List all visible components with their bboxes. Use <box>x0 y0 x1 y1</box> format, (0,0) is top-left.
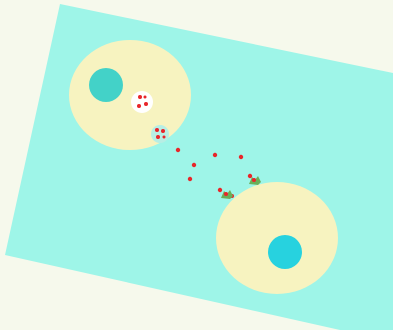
receptor <box>221 190 233 199</box>
neurotransmitter <box>155 128 159 132</box>
presynaptic-cell <box>69 40 191 150</box>
presynaptic-cell-body <box>69 40 191 150</box>
neurotransmitter <box>138 95 142 99</box>
neurotransmitter <box>187 176 193 182</box>
neurotransmitter <box>217 187 223 193</box>
postsynaptic-nucleus <box>268 235 302 269</box>
vesicle-membrane <box>131 91 153 113</box>
neurotransmitter <box>143 95 147 99</box>
neurotransmitter <box>156 135 160 139</box>
neurotransmitter <box>212 152 218 158</box>
neurotransmitter <box>191 162 197 168</box>
presynaptic-nucleus <box>89 68 123 102</box>
neurotransmitter <box>137 104 141 108</box>
neurotransmitter <box>175 147 181 153</box>
neurotransmitter <box>162 135 166 139</box>
bound-neurotransmitter <box>252 178 256 182</box>
fusing-vesicle-membrane <box>151 125 169 143</box>
bound-neurotransmitter <box>224 192 228 196</box>
synaptic-vesicle <box>131 91 153 113</box>
neurotransmitter <box>247 173 253 179</box>
fusing-vesicle <box>151 125 169 143</box>
neurotransmitter <box>161 129 165 133</box>
postsynaptic-cell <box>216 176 338 294</box>
receptor <box>249 176 261 185</box>
neurotransmitter <box>144 102 148 106</box>
neurotransmitter <box>238 154 244 160</box>
